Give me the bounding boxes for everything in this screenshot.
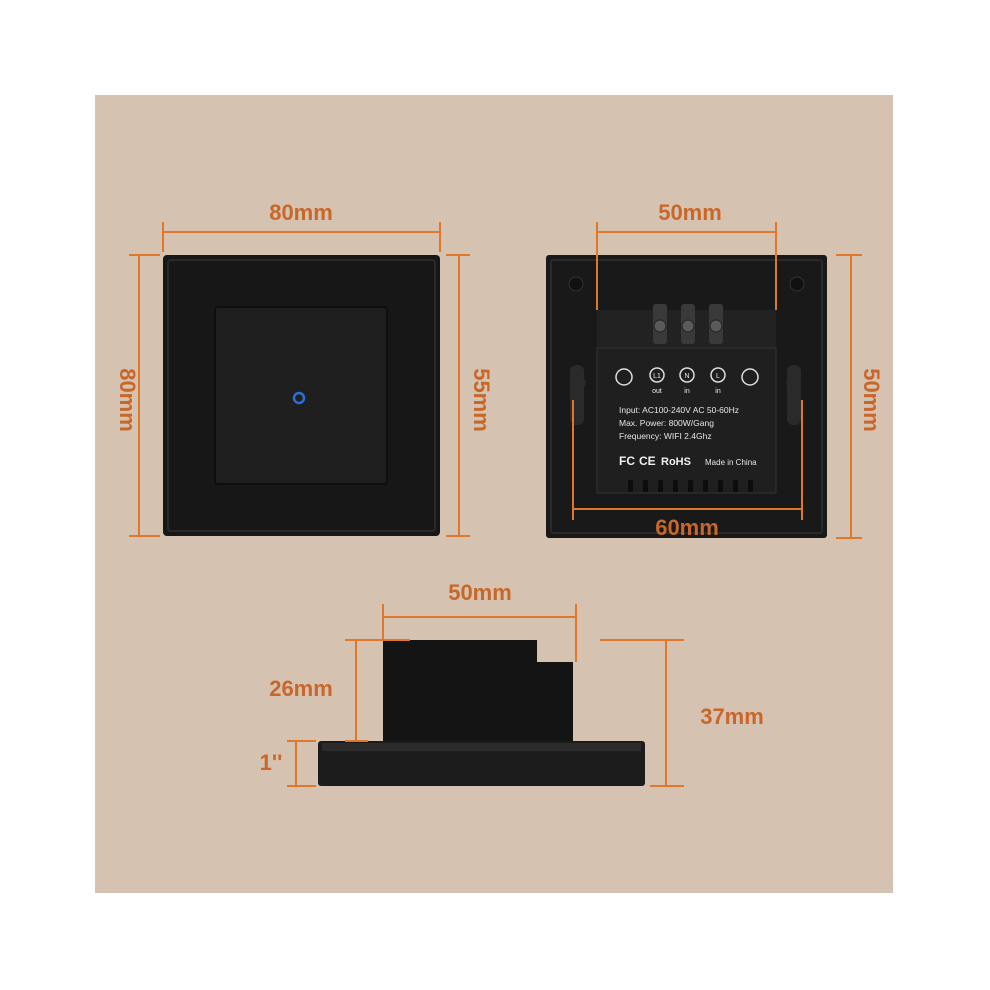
front-plate-edge [167,259,436,532]
front-button [214,306,388,485]
back-side-dimension [836,254,862,539]
side-top-label: 50mm [448,580,512,605]
side-view: 50mm 26mm 1'' 37mm [260,580,764,787]
side-total-label: 37mm [700,704,764,729]
side-plate-dimension [287,740,316,787]
empty-terminal-icon [615,368,633,386]
svg-text:N: N [684,373,689,380]
ce-mark-icon: CE [639,454,656,468]
made-in-label: Made in China [705,458,757,467]
front-width-label: 80mm [269,200,333,225]
front-view: 80mm 80mm 55mm [115,200,494,537]
back-plate-edge [550,259,823,534]
led-dot-icon [292,391,306,405]
back-side-label: 50mm [859,368,884,432]
terminal-l-in: L in [710,367,726,395]
side-total-dimension [600,639,684,787]
front-height-label: 80mm [115,368,140,432]
side-body-label: 26mm [269,676,333,701]
side-body-dimension [345,639,410,742]
side-plate-top [322,743,641,751]
terminal-l1-out: L1 out [649,367,665,395]
back-top-dimension [596,222,777,310]
svg-text:L1: L1 [653,373,661,380]
svg-text:in: in [715,388,721,395]
terminal-n-in: N in [679,367,695,395]
side-top-dimension [382,604,577,662]
front-inner-dimension [446,254,470,537]
terminal-screws [653,304,723,344]
front-width-dimension [162,222,441,252]
back-bottom-dimension [572,400,803,520]
svg-text:in: in [684,388,690,395]
spec-power: Max. Power: 800W/Gang [619,418,714,428]
back-label-panel [596,347,777,494]
svg-text:out: out [652,388,662,395]
back-bottom-label: 60mm [655,515,719,540]
rohs-mark-icon: RoHS [661,456,691,468]
empty-terminal-icon [741,368,759,386]
screw-hole-icon [568,276,584,292]
side-plate-label: 1'' [260,750,283,775]
side-plate [318,741,645,786]
back-top-label: 50mm [658,200,722,225]
svg-text:L: L [716,373,720,380]
front-inner-label: 55mm [469,368,494,432]
side-body [383,640,573,742]
back-view: L1 out N in L in Input: AC100-240V AC 50… [546,200,884,540]
spec-input: Input: AC100-240V AC 50-60Hz [619,405,739,415]
front-height-dimension [129,254,160,537]
screw-hole-icon [789,276,805,292]
side-clip [787,365,801,425]
fc-mark-icon: FC [619,454,635,468]
spec-frequency: Frequency: WIFI 2.4Ghz [619,431,712,441]
vent-slots [628,480,753,492]
